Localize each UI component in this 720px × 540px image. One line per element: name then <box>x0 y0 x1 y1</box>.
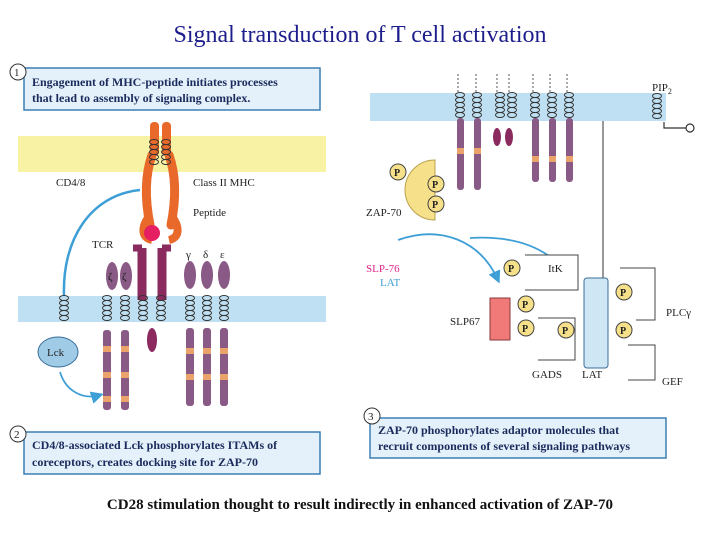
label-epsilon: ε <box>220 249 225 261</box>
caption-number-2: 2 <box>14 429 20 441</box>
pip2-lipid <box>663 122 686 129</box>
svg-text:P: P <box>508 264 514 275</box>
tm-helix-left-0 <box>59 295 69 321</box>
caption-box-2 <box>23 431 321 475</box>
cd3-epsilon-chain <box>220 328 228 406</box>
tm-helix-left-1 <box>102 295 112 321</box>
label-cd48: CD4/8 <box>56 177 86 189</box>
caption-1-line1: Engagement of MHC-peptide initiates proc… <box>32 75 278 89</box>
tm-helix-right-6 <box>564 92 574 118</box>
zeta-ectodomain-2 <box>120 262 132 290</box>
cd3-delta-chain <box>203 328 211 406</box>
caption-number-3: 3 <box>368 411 374 423</box>
lck-kinase <box>37 336 79 368</box>
label-itk: ItK <box>548 263 563 275</box>
zap70-kinase <box>404 159 436 221</box>
slp76-adaptor <box>489 297 511 341</box>
zap70-to-slp-arrow <box>397 233 501 284</box>
cd3-delta-ectodomain <box>201 261 213 289</box>
label-zeta-2: ζ <box>122 271 127 283</box>
svg-text:P: P <box>522 300 528 311</box>
caption-1-line2: that lead to assembly of signaling compl… <box>32 91 250 105</box>
cd3-gamma-chain <box>186 328 194 406</box>
tm-helix-right-0 <box>455 92 465 118</box>
lat-adaptor <box>583 277 609 369</box>
tcell-membrane-right <box>370 93 666 121</box>
label-tcr: TCR <box>92 239 114 251</box>
tm-helix-left-6 <box>202 295 212 321</box>
tm-helix-right-3 <box>507 92 517 118</box>
label-lat-magenta: LAT <box>380 277 400 289</box>
receptor-chains-right <box>457 118 573 190</box>
svg-text:P: P <box>562 326 568 337</box>
label-lck: Lck <box>47 347 65 359</box>
tm-helix-left-4 <box>156 295 166 321</box>
tm-helix-right-4 <box>530 92 540 118</box>
label-peptide: Peptide <box>193 207 226 219</box>
lck-arrow <box>59 371 104 404</box>
plcg-enzyme <box>620 267 656 321</box>
label-plcg: PLCγ <box>666 307 691 319</box>
mhc-tm-helix-2 <box>161 139 171 165</box>
caption-2-line2: coreceptors, creates docking site for ZA… <box>32 455 258 469</box>
svg-text:P: P <box>620 288 626 299</box>
label-zeta-1: ζ <box>108 271 113 283</box>
tm-helix-right-2 <box>495 92 505 118</box>
peptide <box>144 225 160 241</box>
pip2-helix <box>652 93 662 119</box>
label-zap70: ZAP-70 <box>366 207 402 219</box>
itk-kinase <box>525 254 579 291</box>
zeta-ectodomain-1 <box>106 262 118 290</box>
caption-2-line1: CD4/8-associated Lck phosphorylates ITAM… <box>32 438 278 452</box>
tm-helix-left-7 <box>219 295 229 321</box>
mhc-tm-helix-1 <box>149 139 159 165</box>
zap70-p-1 <box>389 163 407 181</box>
caption-number-1: 1 <box>14 67 20 79</box>
zap70-p-2 <box>427 175 445 193</box>
tm-helix-left-2 <box>120 295 130 321</box>
cd3-epsilon-ectodomain <box>218 261 230 289</box>
tm-helix-left-3 <box>138 295 148 321</box>
caption-3-line1: ZAP-70 phosphorylates adaptor molecules … <box>378 423 619 437</box>
tcell-membrane-left <box>18 296 326 322</box>
label-slp67: SLP67 <box>450 316 480 328</box>
svg-text:P: P <box>620 326 626 337</box>
label-delta: δ <box>203 249 208 261</box>
svg-text:P: P <box>394 168 400 179</box>
tm-helix-left-5 <box>185 295 195 321</box>
cd3-gamma-ectodomain <box>184 261 196 289</box>
label-gads: GADS <box>532 369 562 381</box>
label-pip2: PIP2 <box>652 82 672 96</box>
svg-text:P: P <box>522 324 528 335</box>
caption-box-1 <box>23 67 321 111</box>
page-title: Signal transduction of T cell activation <box>173 22 547 48</box>
footer-note: CD28 stimulation thought to result indir… <box>106 497 614 513</box>
label-lat: LAT <box>582 369 602 381</box>
caption-box-3 <box>369 417 667 459</box>
label-gef: GEF <box>662 376 683 388</box>
tm-helix-right-5 <box>547 92 557 118</box>
tm-helix-right-1 <box>472 92 482 118</box>
label-class2-mhc: Class II MHC <box>193 177 255 189</box>
zap70-p-3 <box>427 195 445 213</box>
label-slp76: SLP-76 <box>366 263 400 275</box>
gef-enzyme <box>628 344 656 381</box>
label-gamma: γ <box>185 249 191 261</box>
tcr-receptor <box>133 244 171 352</box>
cd48-coreceptor <box>62 188 141 297</box>
svg-text:P: P <box>432 200 438 211</box>
svg-text:P: P <box>432 180 438 191</box>
caption-3-line2: recruit components of several signaling … <box>378 439 630 453</box>
